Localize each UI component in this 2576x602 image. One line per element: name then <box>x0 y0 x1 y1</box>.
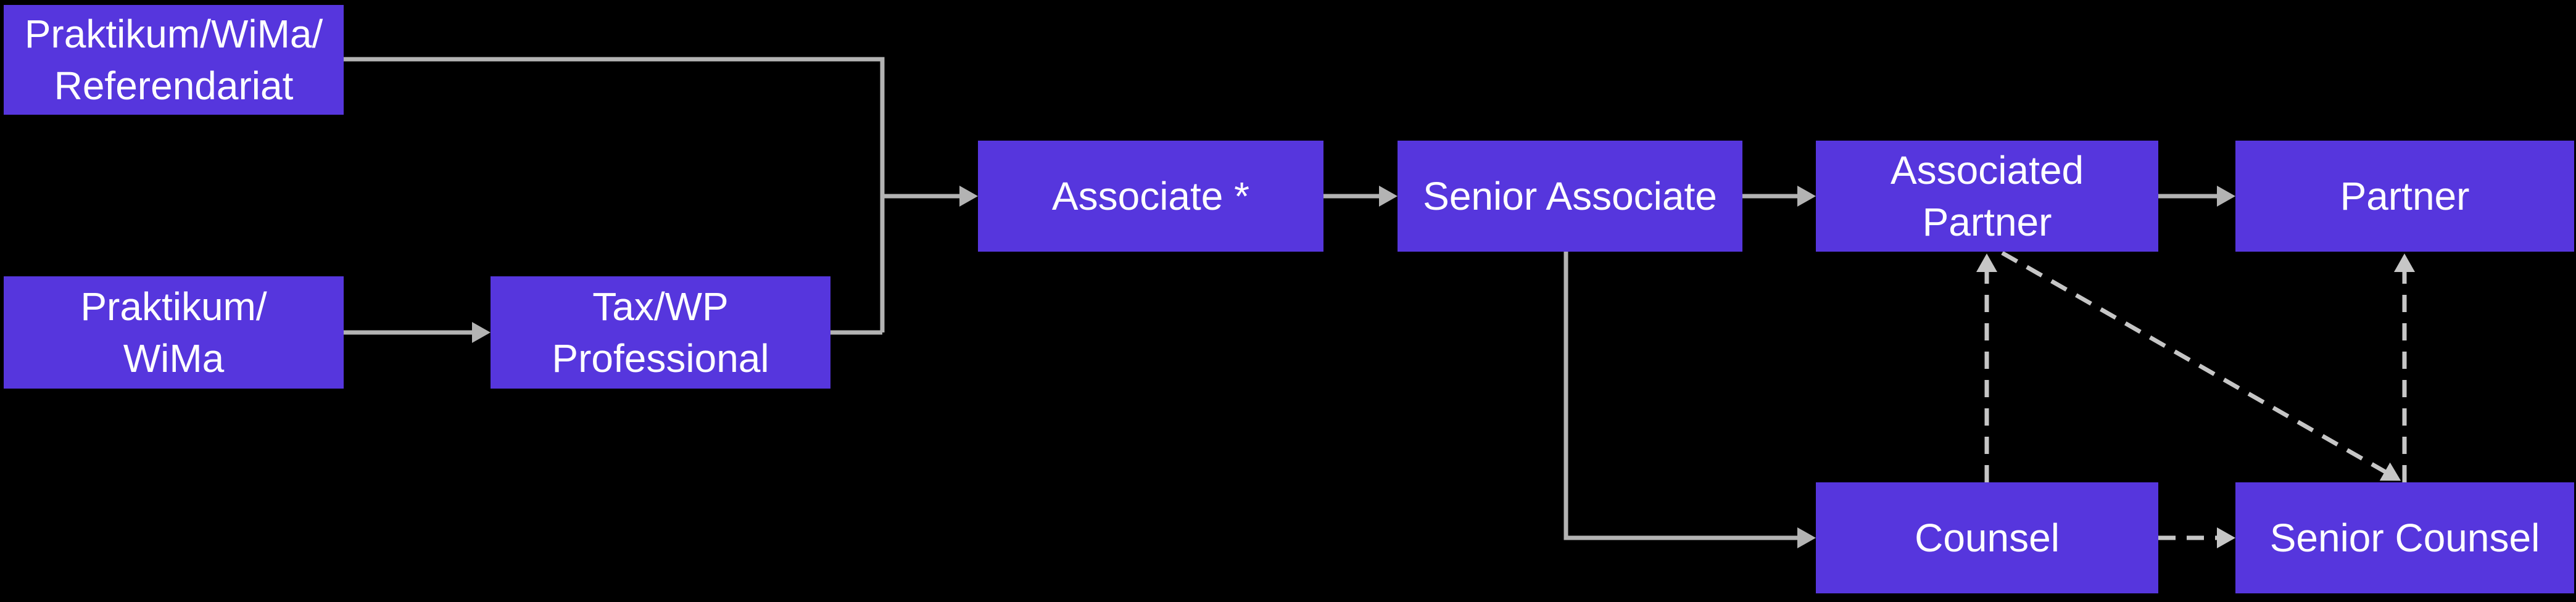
node-label: Senior Counsel <box>2269 516 2540 560</box>
node-senior-counsel: Senior Counsel <box>2235 482 2574 593</box>
node-label: Associate * <box>1051 174 1250 218</box>
node-praktikum-wima-referendariat: Praktikum/WiMa/ Referendariat <box>4 5 344 115</box>
node-tax-wp-professional: Tax/WP Professional <box>491 276 830 389</box>
node-label: Senior Associate <box>1423 174 1717 218</box>
node-partner: Partner <box>2235 141 2574 252</box>
node-label: Praktikum/ WiMa <box>80 284 267 381</box>
node-senior-associate: Senior Associate <box>1398 141 1742 252</box>
node-counsel: Counsel <box>1816 482 2158 593</box>
node-label: Praktikum/WiMa/ Referendariat <box>24 12 323 108</box>
edge-referendariat-elbow-to-junction <box>344 57 885 332</box>
node-label: Associated Partner <box>1890 148 2084 244</box>
node-label: Counsel <box>1915 516 2060 560</box>
node-label: Partner <box>2340 174 2470 218</box>
edge-associated-partner-to-senior-counsel <box>2001 250 2401 481</box>
edge-senior-associate-to-counsel <box>1563 252 1816 548</box>
node-praktikum-wima: Praktikum/ WiMa <box>4 276 344 389</box>
node-associated-partner: Associated Partner <box>1816 141 2158 252</box>
node-label: Tax/WP Professional <box>552 284 769 381</box>
node-associate: Associate * <box>978 141 1323 252</box>
